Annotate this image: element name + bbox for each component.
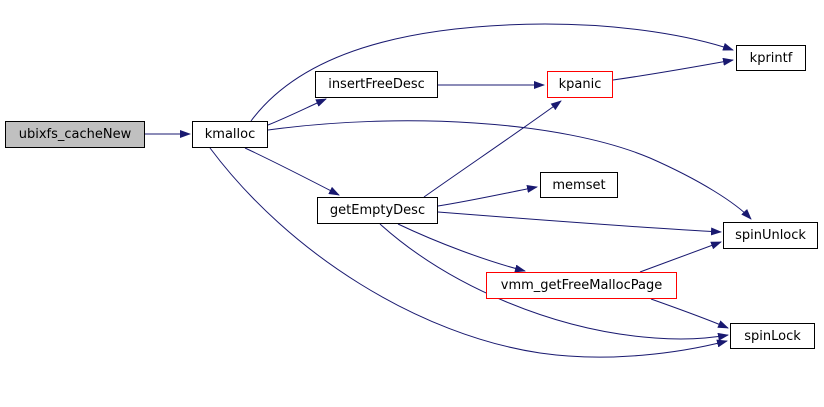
- node-spinunlock[interactable]: spinUnlock: [723, 222, 818, 249]
- edge-kmalloc-kprintf: [250, 23, 734, 122]
- edge-getEmptyDesc-spinLock: [379, 223, 729, 341]
- edge-kmalloc-getEmptyDesc: [244, 147, 340, 196]
- edge-vmm_getFreeMallocPage-spinUnlock: [639, 241, 722, 273]
- edge-getEmptyDesc-kpanic: [423, 100, 562, 198]
- node-memset[interactable]: memset: [540, 172, 618, 198]
- node-kprintf[interactable]: kprintf: [736, 45, 806, 71]
- edge-kmalloc-spinLock: [209, 147, 728, 358]
- edge-getEmptyDesc-memset: [437, 184, 538, 207]
- node-kmalloc[interactable]: kmalloc: [192, 121, 268, 148]
- edge-vmm_getFreeMallocPage-spinLock: [650, 298, 729, 329]
- edge-kmalloc-insertFreeDesc: [267, 98, 327, 126]
- node-vmm-getfreemallocpage[interactable]: vmm_getFreeMallocPage: [486, 272, 677, 299]
- node-insertfreedesc[interactable]: insertFreeDesc: [315, 71, 438, 98]
- edge-kmalloc-spinUnlock: [267, 120, 752, 220]
- edge-getEmptyDesc-spinUnlock: [437, 211, 722, 236]
- node-ubixfs-cachenew: ubixfs_cacheNew: [5, 121, 145, 148]
- edge-getEmptyDesc-vmm_getFreeMallocPage: [397, 223, 526, 273]
- node-getemptydesc[interactable]: getEmptyDesc: [317, 197, 438, 224]
- node-kpanic[interactable]: kpanic: [547, 71, 613, 98]
- node-spinlock[interactable]: spinLock: [730, 323, 815, 349]
- edge-kpanic-kprintf: [612, 57, 734, 81]
